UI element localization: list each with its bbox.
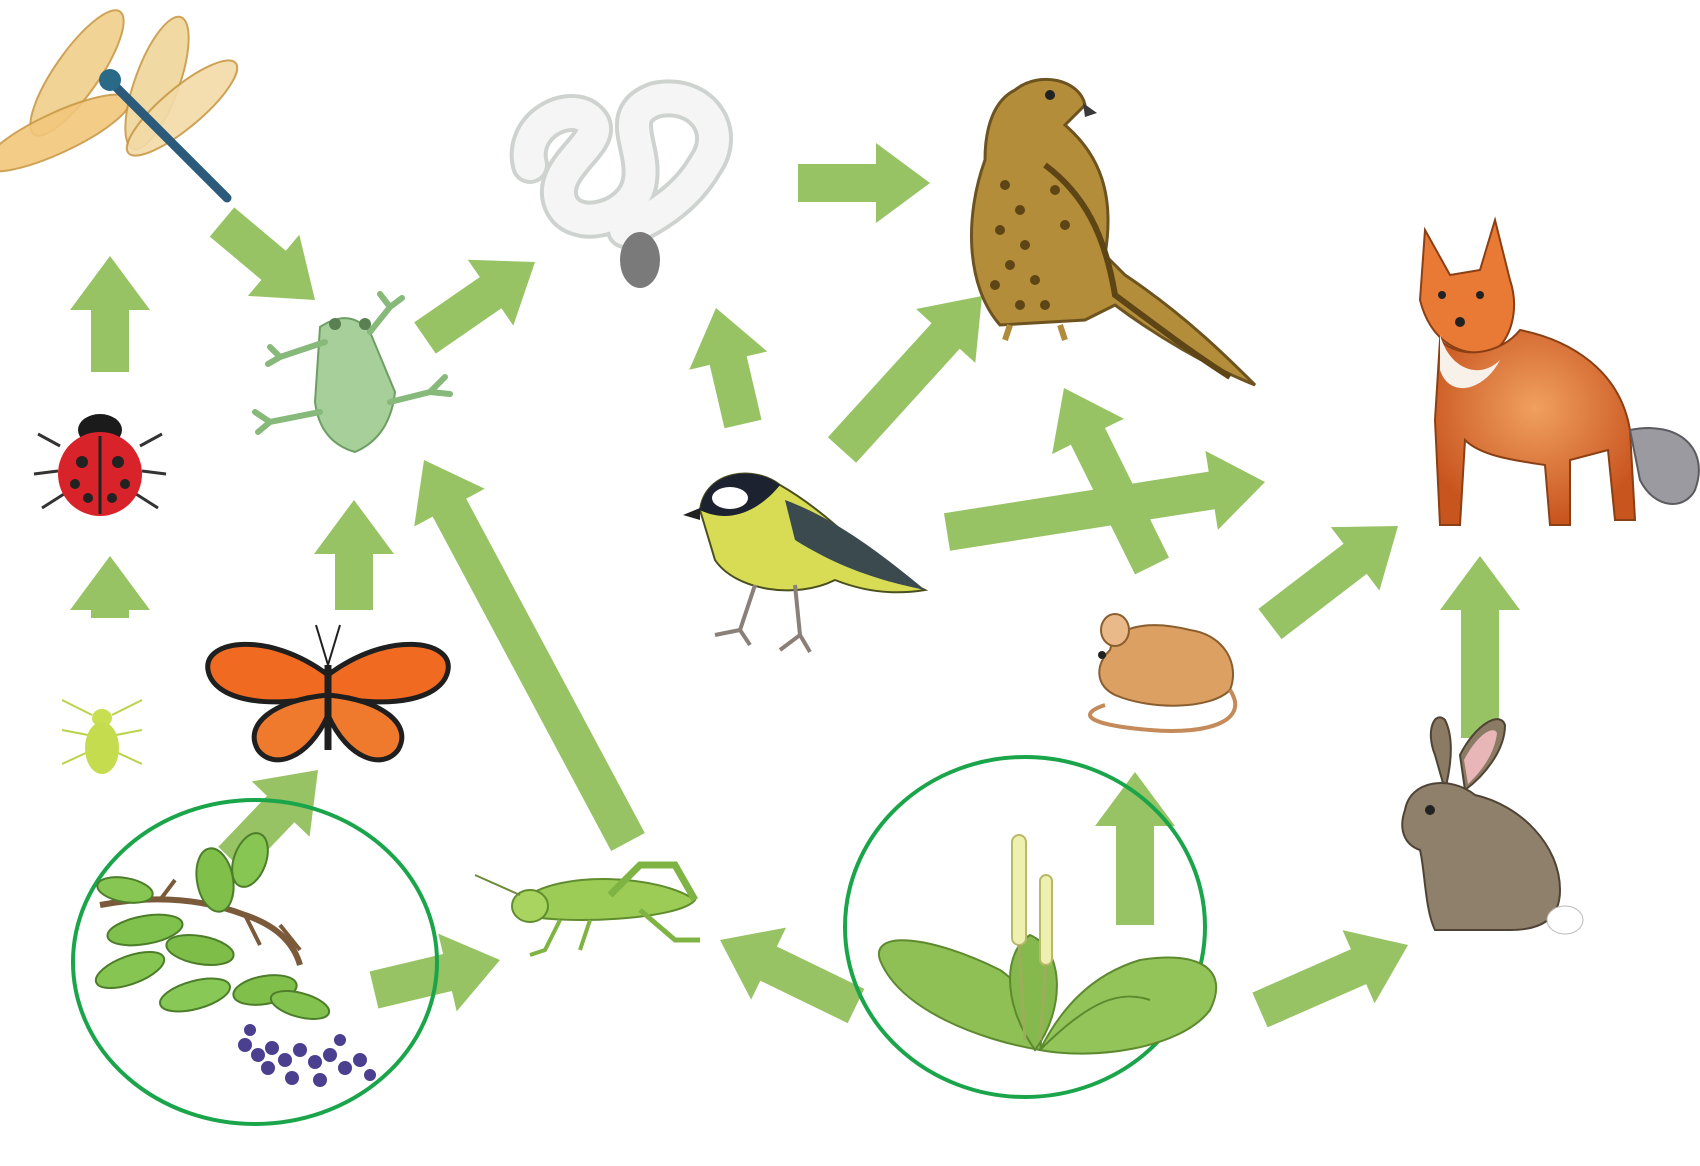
frog-icon (255, 294, 450, 452)
snake-icon (529, 98, 714, 288)
mouse-icon (1090, 614, 1235, 731)
arrow-grasshopper-to-frog (414, 460, 645, 851)
dragonfly-icon (0, 0, 248, 198)
great-tit-bird-icon (683, 474, 925, 652)
arrow-snake-to-hawk (798, 143, 930, 223)
arrow-hare-to-fox (1440, 556, 1520, 738)
arrow-ladybug-to-dragonfly (70, 256, 150, 372)
arrow-plantain-to-hare (1252, 930, 1408, 1027)
plantain-plant-icon (879, 835, 1216, 1054)
arrow-plantain-to-mouse (1095, 772, 1175, 925)
arrow-tit-to-snake (689, 308, 767, 428)
arrow-plantain-to-grasshopper (720, 928, 864, 1024)
elderberry-plant-icon (91, 828, 376, 1087)
arrow-aphid-to-ladybug (70, 556, 150, 618)
hare-icon (1402, 717, 1583, 934)
aphid-icon (62, 700, 142, 774)
arrow-tit-to-hawk (828, 296, 982, 463)
arrow-butterfly-to-frog (314, 500, 394, 610)
ladybug-icon (34, 414, 166, 516)
butterfly-icon (208, 625, 449, 760)
grasshopper-icon (475, 865, 700, 955)
fox-icon (1420, 220, 1699, 525)
arrow-frog-to-snake (414, 260, 535, 354)
arrow-dragonfly-to-frog (210, 207, 315, 300)
arrow-mouse-to-fox (1258, 526, 1398, 639)
hawk-icon (971, 79, 1255, 385)
